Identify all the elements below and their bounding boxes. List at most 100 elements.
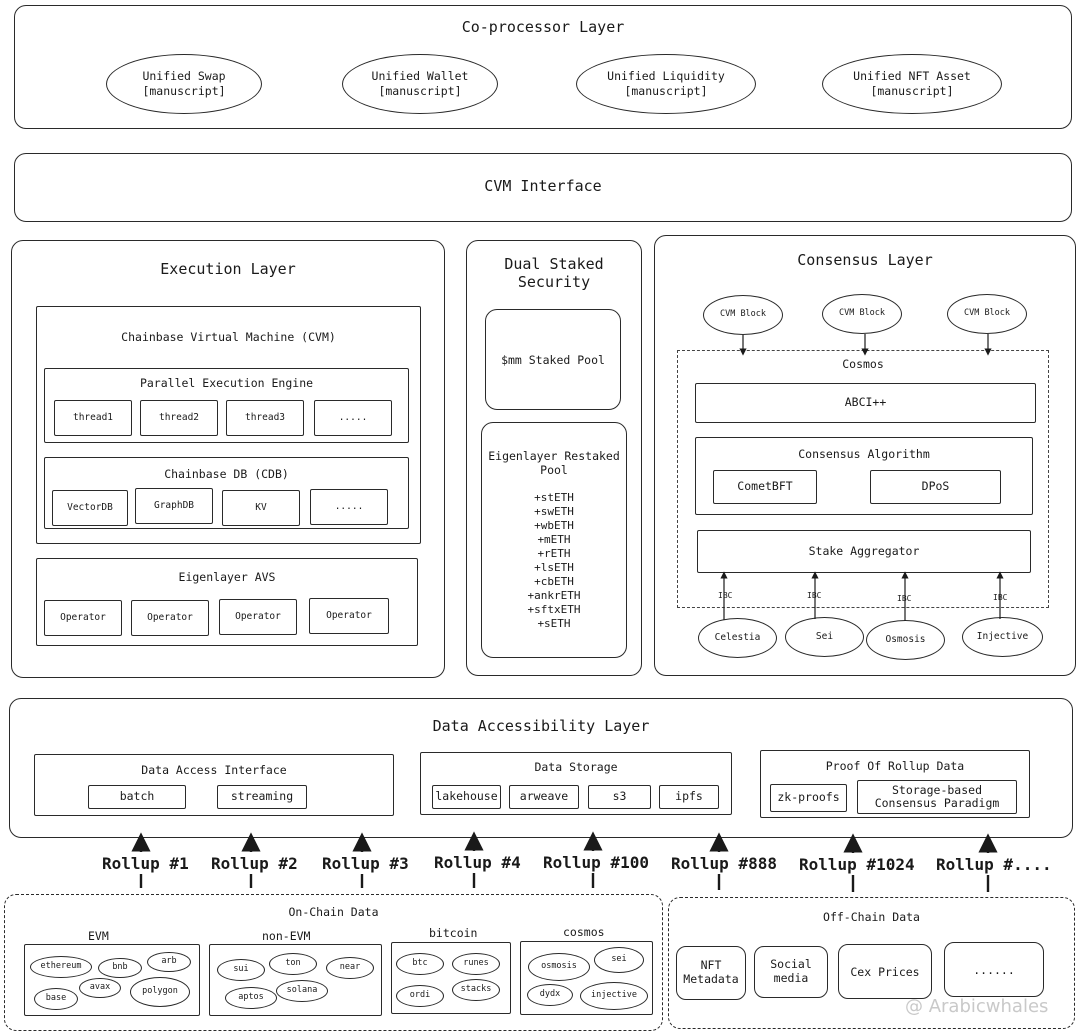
operator-box: Operator — [131, 600, 209, 636]
cvm-interface-title: CVM Interface — [484, 177, 602, 195]
more-offchain-box: ...... — [944, 942, 1044, 997]
operator-box: Operator — [309, 598, 389, 634]
ibc-label: IBC — [718, 591, 733, 600]
restaked-token: +sftxETH — [527, 603, 581, 616]
rollup-label: Rollup #100 — [543, 853, 649, 872]
cdb-title: Chainbase DB (CDB) — [164, 467, 289, 481]
dydx-node: dydx — [527, 984, 573, 1006]
restaked-token: +ankrETH — [527, 589, 581, 602]
access-title: Data Access Interface — [141, 763, 287, 777]
osmosis-chain-node: osmosis — [528, 953, 590, 981]
cvm-block-node: CVM Block — [822, 294, 902, 334]
cosmos-group-title: cosmos — [563, 925, 605, 939]
sei-node: Sei — [785, 617, 864, 657]
cosmos-title: Cosmos — [842, 357, 884, 371]
restaked-token: +stETH — [534, 491, 574, 504]
zk-proofs-box: zk-proofs — [770, 784, 847, 812]
avs-title: Eigenlayer AVS — [178, 570, 276, 584]
ton-node: ton — [269, 953, 317, 975]
rollup-label: Rollup #1024 — [799, 855, 915, 874]
polygon-node: polygon — [130, 977, 190, 1007]
thread-box: ..... — [314, 400, 392, 436]
thread-box: thread2 — [140, 400, 218, 436]
rollup-label: Rollup #3 — [322, 854, 409, 873]
sei-chain-node: sei — [594, 947, 644, 973]
cvm-interface: CVM Interface — [14, 153, 1072, 222]
algo-title: Consensus Algorithm — [798, 447, 930, 461]
base-node: base — [34, 988, 78, 1010]
thread-box: thread3 — [226, 400, 304, 436]
ordi-node: ordi — [396, 985, 444, 1007]
rollup-label: Rollup #2 — [211, 854, 298, 873]
runes-node: runes — [452, 953, 500, 975]
stacks-node: stacks — [452, 979, 500, 1001]
arb-node: arb — [147, 952, 191, 972]
ipfs-box: ipfs — [659, 785, 719, 809]
restaked-token: +cbETH — [534, 575, 574, 588]
storage-consensus-box: Storage-based Consensus Paradigm — [857, 780, 1017, 814]
offchain-data: Off-Chain Data — [668, 897, 1075, 1029]
db-box: KV — [222, 490, 300, 526]
restaked-token: +lsETH — [534, 561, 574, 574]
unified-swap-node: Unified Swap[manuscript] — [106, 54, 262, 114]
ethereum-node: ethereum — [30, 956, 92, 978]
restaked-token: +rETH — [537, 547, 571, 560]
rollup-label: Rollup #4 — [434, 853, 521, 872]
execution-title: Execution Layer — [160, 260, 296, 278]
evm-group-title: EVM — [88, 929, 109, 943]
cvm-block-node: CVM Block — [947, 294, 1027, 334]
onchain-title: On-Chain Data — [288, 905, 379, 919]
restaked-title: Eigenlayer Restaked Pool — [488, 449, 620, 478]
storage-title: Data Storage — [534, 760, 618, 774]
consensus-title: Consensus Layer — [797, 251, 933, 269]
operator-box: Operator — [219, 599, 297, 635]
staked-pool: $mm Staked Pool — [485, 309, 621, 410]
dual-title: Dual Staked Security — [504, 255, 604, 291]
bnb-node: bnb — [98, 958, 142, 978]
db-box: VectorDB — [52, 490, 128, 526]
abci-box: ABCI++ — [695, 383, 1036, 423]
unified-wallet-node: Unified Wallet[manuscript] — [342, 54, 498, 114]
proof-title: Proof Of Rollup Data — [825, 759, 965, 773]
stake-aggregator: Stake Aggregator — [697, 530, 1031, 573]
ibc-label: IBC — [897, 594, 912, 603]
streaming-box: streaming — [217, 785, 307, 809]
rollup-label: Rollup #.... — [936, 855, 1052, 874]
s3-box: s3 — [588, 785, 651, 809]
avax-node: avax — [79, 978, 121, 998]
unified-liquidity-node: Unified Liquidity[manuscript] — [576, 54, 756, 114]
batch-box: batch — [88, 785, 186, 809]
celestia-node: Celestia — [698, 618, 777, 658]
watermark: @ Arabicwhales — [905, 996, 1049, 1017]
near-node: near — [326, 957, 374, 979]
rollup-label: Rollup #1 — [102, 854, 189, 873]
restaked-token: +wbETH — [534, 519, 574, 532]
operator-box: Operator — [44, 600, 122, 636]
unified-nft-asset-node: Unified NFT Asset[manuscript] — [822, 54, 1002, 114]
cvm-title: Chainbase Virtual Machine (CVM) — [121, 330, 336, 344]
nft-metadata-box: NFT Metadata — [676, 946, 746, 1000]
thread-box: thread1 — [54, 400, 132, 436]
restaked-pool: Eigenlayer Restaked Pool +stETH+swETH+wb… — [481, 422, 627, 658]
db-box: GraphDB — [135, 488, 213, 524]
ibc-label: IBC — [807, 591, 822, 600]
db-box: ..... — [310, 489, 388, 525]
onchain-data: On-Chain Data — [4, 894, 663, 1031]
dal-title: Data Accessibility Layer — [432, 717, 650, 735]
restaked-token: +sETH — [537, 617, 571, 630]
rollup-label: Rollup #888 — [671, 854, 777, 873]
non-evm-group-title: non-EVM — [262, 929, 311, 943]
coprocessor-title: Co-processor Layer — [461, 18, 625, 36]
injective-node: Injective — [962, 617, 1043, 657]
arweave-box: arweave — [509, 785, 579, 809]
bitcoin-group-title: bitcoin — [429, 926, 478, 940]
btc-node: btc — [396, 953, 444, 975]
cvm-block-node: CVM Block — [703, 295, 783, 335]
solana-node: solana — [276, 980, 328, 1002]
sui-node: sui — [217, 959, 265, 981]
social-media-box: Social media — [754, 946, 828, 998]
cex-prices-box: Cex Prices — [838, 944, 932, 999]
osmosis-node: Osmosis — [866, 620, 945, 660]
lakehouse-box: lakehouse — [432, 785, 501, 809]
